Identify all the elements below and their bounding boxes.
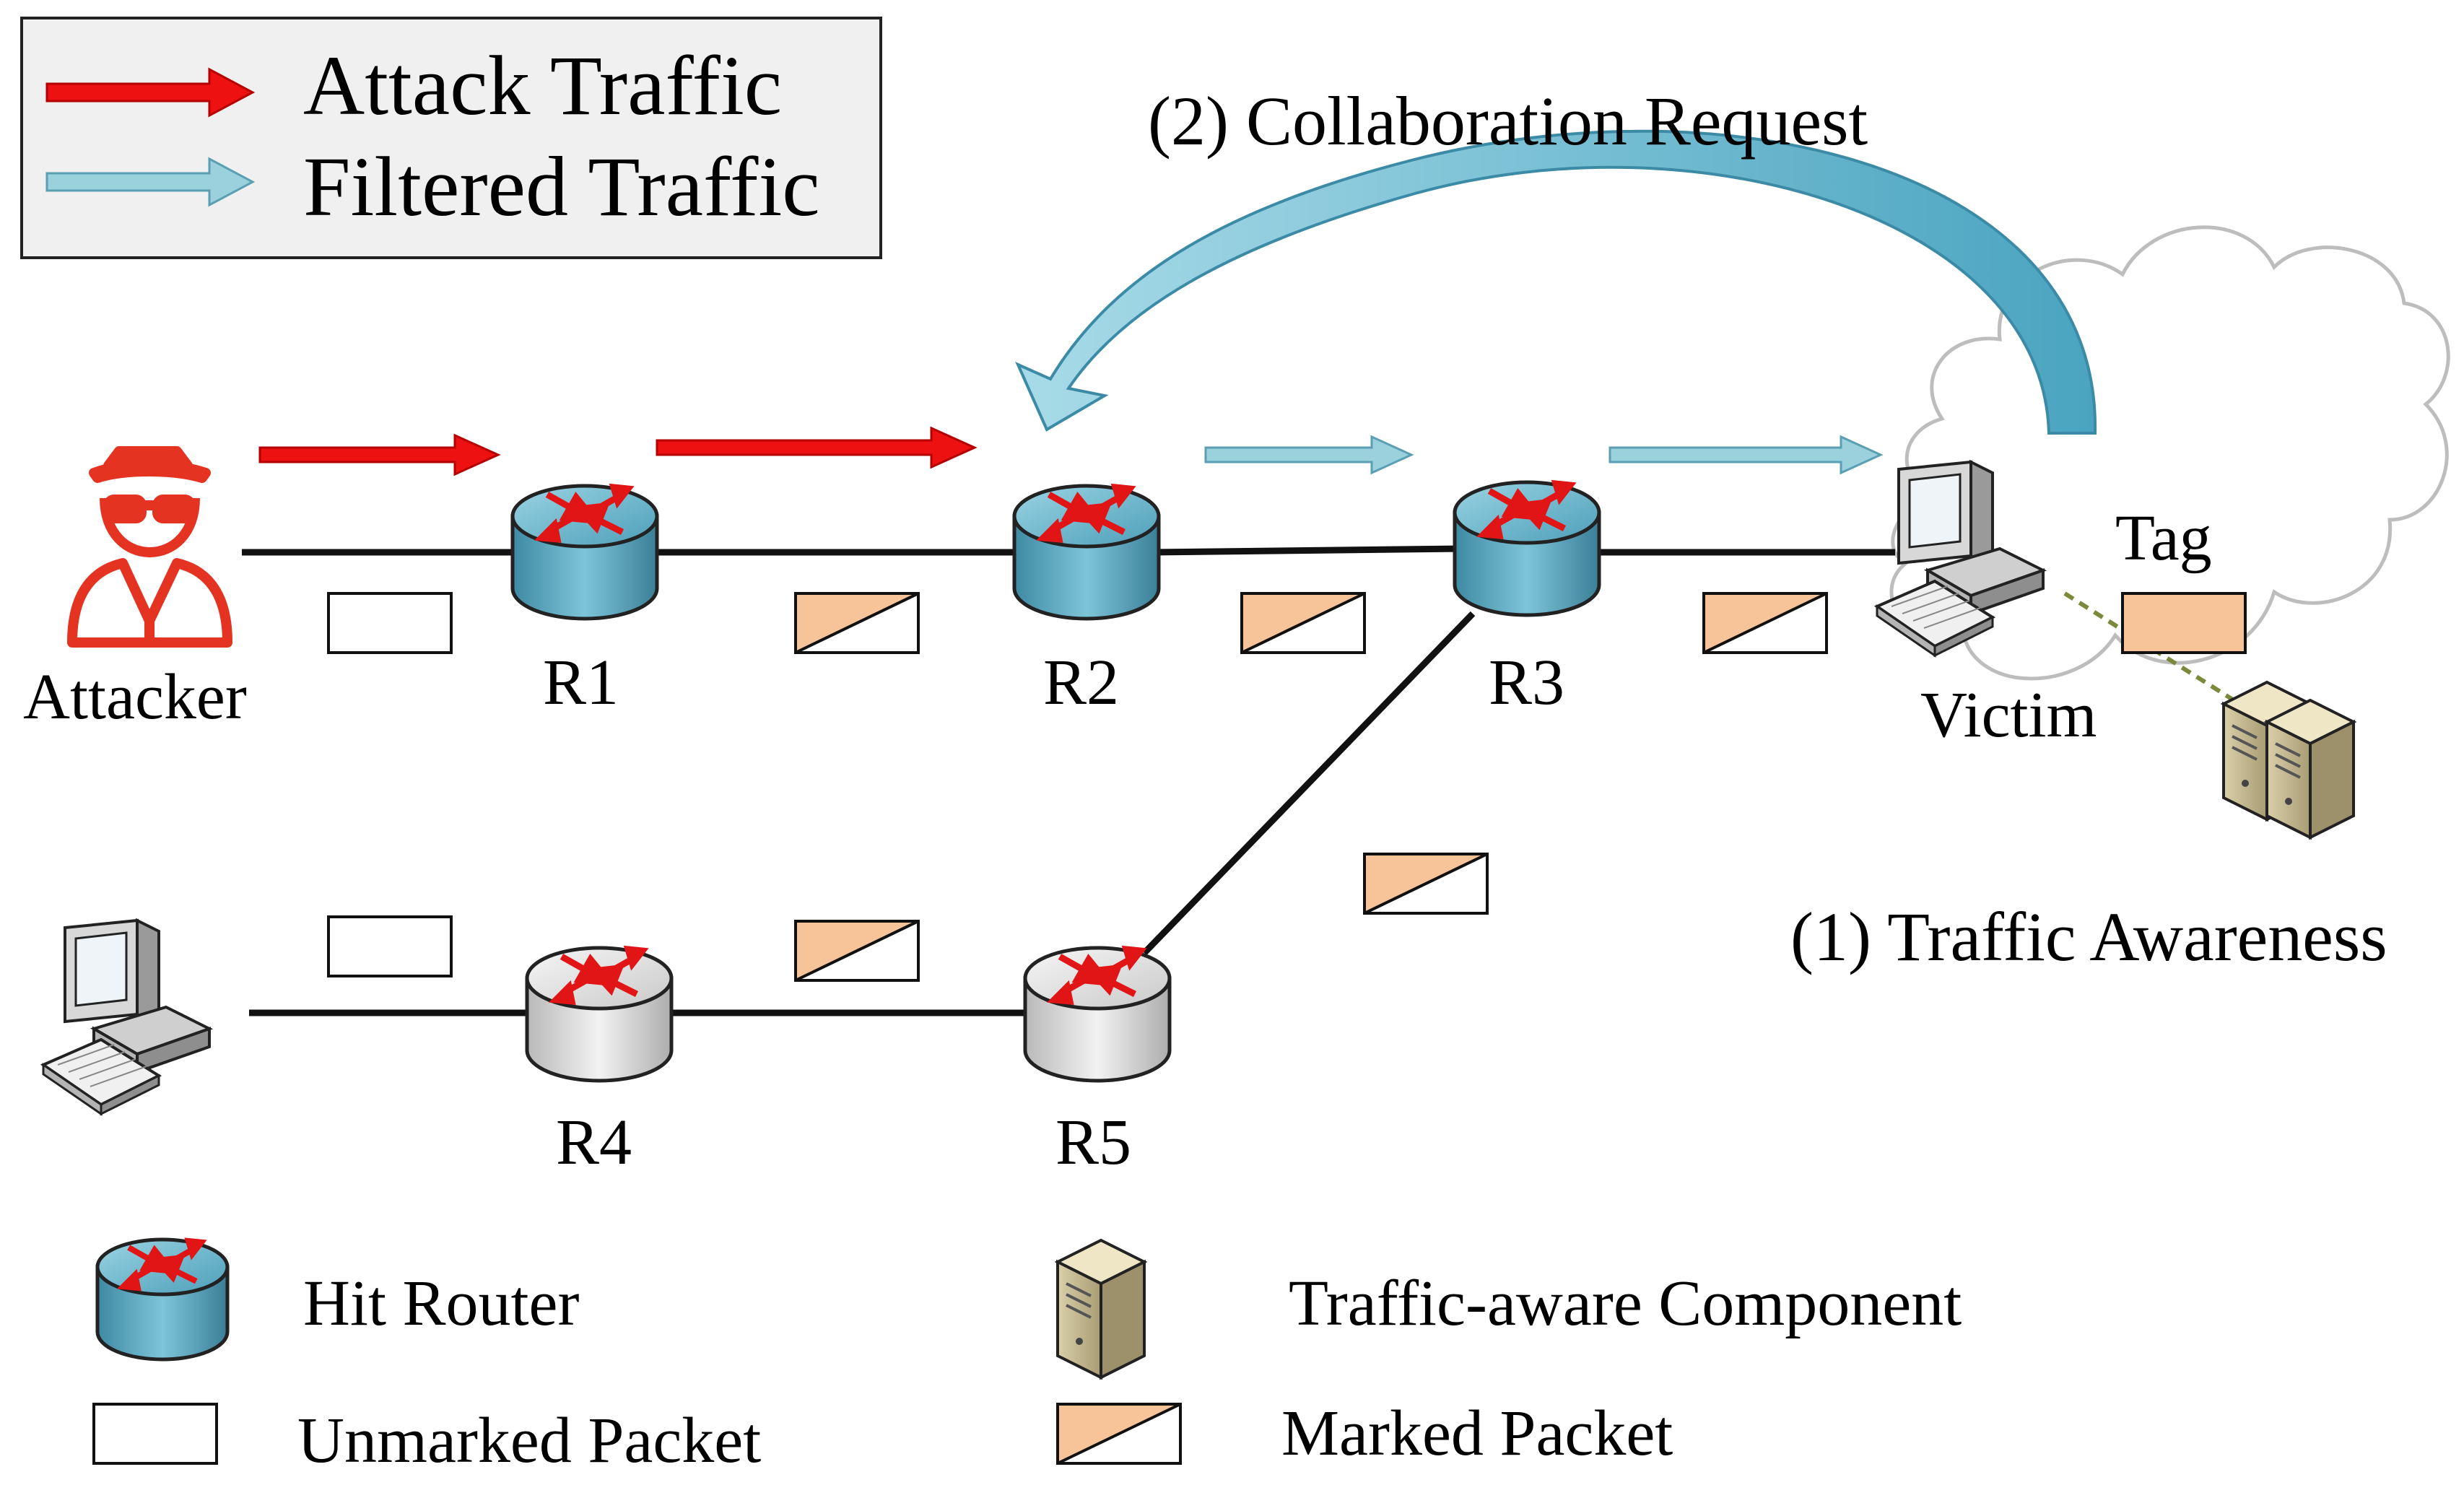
attacker-icon	[67, 446, 232, 648]
traffic-aware-component-legend-label: Traffic-aware Component	[1289, 1268, 1962, 1339]
network-links	[242, 545, 1895, 1016]
unmarked-packet	[327, 592, 453, 654]
attack-traffic-label: Attack Traffic	[303, 38, 782, 133]
marked-packet	[1363, 853, 1489, 915]
marked-packet	[794, 592, 920, 654]
unmarked-packet	[327, 915, 453, 977]
router-r4-label: R4	[556, 1107, 632, 1178]
client-computer-icon	[42, 919, 211, 1115]
marked-packet	[1240, 592, 1366, 654]
traffic-aware-server-icon	[2265, 699, 2355, 839]
filtered-traffic-label: Filtered Traffic	[303, 139, 820, 234]
router-r3	[1453, 480, 1601, 617]
attack-arrow-2	[656, 426, 978, 469]
link-r2-r3	[1151, 545, 1463, 556]
attack-arrow-1	[258, 433, 501, 476]
router-r4	[525, 946, 674, 1083]
marked-packet	[794, 920, 920, 982]
router-r2	[1012, 484, 1161, 621]
router-r2-label: R2	[1043, 647, 1119, 718]
filtered-traffic-arrow-icon	[45, 157, 256, 207]
attacker-label: Attacker	[23, 661, 247, 733]
router-r3-label: R3	[1489, 647, 1564, 718]
hit-router-legend-icon	[95, 1237, 230, 1362]
filtered-arrow-1	[1204, 435, 1414, 475]
unmarked-packet-legend-label: Unmarked Packet	[297, 1405, 761, 1476]
marked-packet	[1702, 592, 1828, 654]
router-r1	[510, 484, 659, 621]
traffic-awareness-label: (1) Traffic Awareness	[1790, 898, 2387, 975]
router-r5-label: R5	[1055, 1107, 1131, 1178]
router-r5	[1023, 946, 1172, 1083]
marked-packet-legend-label: Marked Packet	[1281, 1398, 1673, 1469]
link-r3-r5	[1141, 611, 1476, 956]
tag-label: Tag	[2115, 502, 2212, 574]
component-legend: Hit Router Unmarked Packet Traffic-aware…	[92, 1237, 1962, 1476]
router-r1-label: R1	[543, 647, 619, 718]
tag-packet	[2121, 592, 2247, 654]
server-legend-icon	[1056, 1239, 1146, 1379]
victim-label: Victim	[1920, 679, 2097, 751]
filtered-arrow-2	[1608, 435, 1884, 475]
collaboration-request-arrow	[1015, 129, 2097, 435]
unmarked-packet-legend-icon	[92, 1403, 218, 1465]
marked-packet-legend-icon	[1056, 1403, 1182, 1465]
traffic-legend: Attack Traffic Filtered Traffic	[20, 17, 882, 259]
attack-traffic-arrow-icon	[45, 67, 256, 118]
collaboration-request-label: (2) Collaboration Request	[1148, 82, 1868, 160]
hit-router-legend-label: Hit Router	[303, 1268, 579, 1339]
